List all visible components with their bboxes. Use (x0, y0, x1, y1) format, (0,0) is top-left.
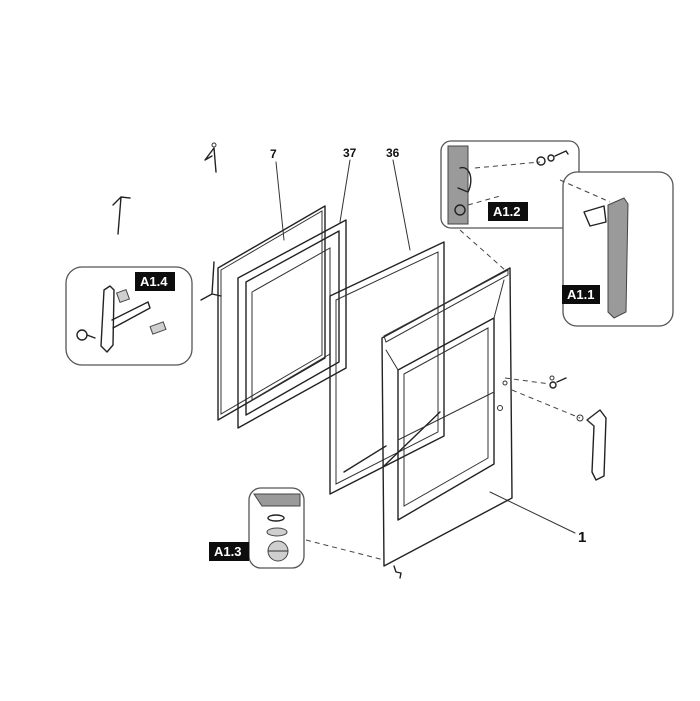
handle-assembly-line (511, 389, 581, 419)
callout-a1-1-bg (562, 285, 600, 304)
part-number-36: 36 (386, 146, 400, 160)
part-number-1: 1 (578, 529, 586, 546)
handle-screw (549, 375, 567, 389)
door-frame-part-36 (329, 241, 445, 495)
leader-line-1 (489, 491, 576, 534)
callout-a1-3: A1.3 (214, 544, 241, 559)
detail-a1-2-link-line (459, 229, 506, 271)
callout-a1-2: A1.2 (493, 204, 520, 219)
callout-a1-4: A1.4 (140, 274, 168, 289)
detail-a1-3 (248, 487, 305, 569)
detail-a1-4 (65, 266, 193, 366)
leader-line-7 (275, 161, 285, 241)
detail-a1-2 (440, 140, 580, 229)
detail-a1-3-link-line (305, 539, 385, 561)
hook-clip-left (112, 196, 131, 235)
glass-panel-part-7 (217, 205, 326, 421)
leader-lines (275, 159, 576, 534)
door-part-1 (381, 267, 513, 579)
callout-a1-1: A1.1 (567, 287, 594, 302)
leader-line-37 (339, 159, 351, 223)
hook-clip-mid (200, 261, 222, 301)
part-number-7: 7 (270, 147, 277, 161)
callout-a1-3-bg (209, 542, 249, 561)
door-handle (576, 409, 607, 481)
callout-a1-4-bg (135, 272, 175, 291)
screw-assembly-line (504, 377, 551, 385)
leader-line-36 (392, 159, 411, 251)
hook-clip-top (204, 142, 217, 173)
part-number-37: 37 (343, 146, 357, 160)
callout-a1-2-bg (488, 202, 528, 221)
